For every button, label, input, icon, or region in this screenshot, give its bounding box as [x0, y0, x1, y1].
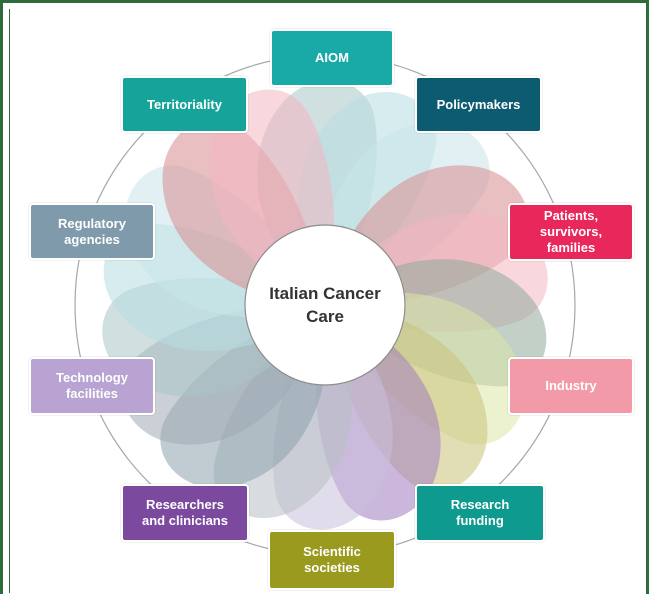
node-policymakers-label: Policymakers	[436, 96, 521, 112]
node-aiom-label: AIOM	[315, 50, 349, 65]
node-policymakers[interactable]: Policymakers	[415, 76, 542, 133]
node-research-funding-label: Research funding	[450, 497, 510, 528]
center-label: Italian Cancer Care	[269, 284, 381, 326]
node-researchers-label: Researchers and clinicians	[142, 497, 228, 528]
node-scientific-societies-label: Scientific societies	[303, 544, 361, 575]
node-research-funding[interactable]: Research funding	[415, 484, 545, 542]
node-patients-label: Patients, survivors, families	[539, 208, 603, 255]
node-regulatory-label: Regulatory agencies	[58, 215, 126, 247]
node-technology-facilities[interactable]: Technology facilities	[29, 357, 155, 415]
node-aiom[interactable]: AIOM	[270, 29, 394, 87]
node-territoriality-label: Territoriality	[147, 96, 222, 112]
node-technology-label: Technology facilities	[56, 370, 128, 401]
node-industry-label: Industry	[545, 378, 597, 393]
node-industry[interactable]: Industry	[508, 357, 634, 415]
frame-inner-line	[9, 9, 10, 593]
node-territoriality[interactable]: Territoriality	[121, 76, 248, 133]
node-regulatory-agencies[interactable]: Regulatory agencies	[29, 203, 155, 260]
center-circle	[244, 224, 406, 386]
node-scientific-societies[interactable]: Scientific societies	[268, 530, 396, 590]
node-researchers-and-clinicians[interactable]: Researchers and clinicians	[121, 484, 249, 542]
node-patients-survivors-families[interactable]: Patients, survivors, families	[508, 203, 634, 261]
